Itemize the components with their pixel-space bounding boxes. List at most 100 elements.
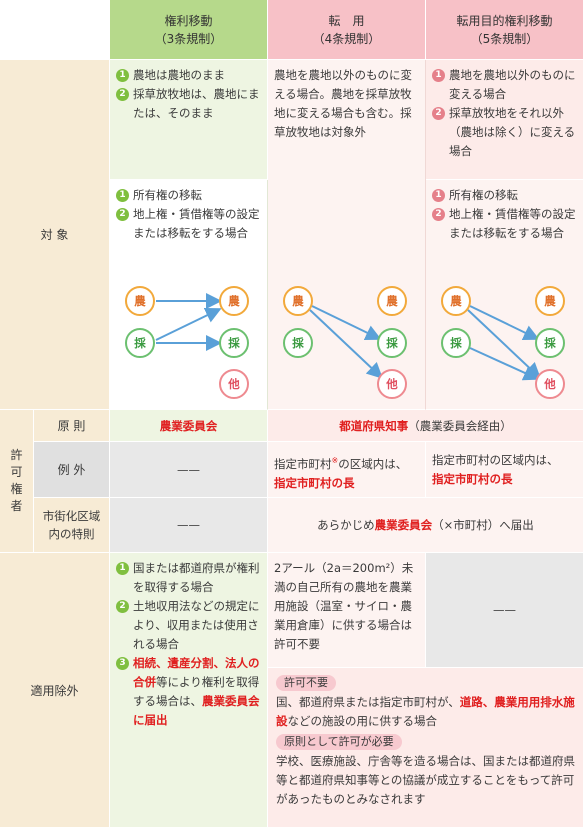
number-1-icon: 1	[116, 189, 129, 202]
list-item: 1 農地を農地以外のものに変える場合	[432, 66, 577, 104]
list-item-text: 地上権・賃借権等の設定または移転をする場合	[133, 207, 260, 240]
number-1-icon: 1	[116, 562, 129, 575]
svg-text:他: 他	[227, 377, 240, 391]
list-item-text: 採草放牧地をそれ以外（農地は除く）に変える場合	[449, 106, 576, 158]
list-item-text: 所有権の移転	[133, 188, 202, 202]
principle-art3-text: 農業委員会	[159, 418, 218, 433]
art4-flow-diagram: 農 採 農 採 他	[283, 286, 407, 399]
list-item: 1 所有権の移転	[432, 186, 577, 205]
svg-text:採: 採	[228, 336, 240, 350]
urban-text-pre: あらかじめ	[317, 518, 375, 532]
number-2-icon: 2	[116, 208, 129, 221]
svg-text:採: 採	[134, 336, 146, 350]
number-2-icon: 2	[116, 88, 129, 101]
svg-text:農: 農	[134, 294, 146, 308]
list-item-text: 等により権利を取得する場合は、	[133, 675, 260, 708]
header-art4: 転 用 （4条規制）	[268, 0, 426, 60]
arrow-farm-to-grass	[311, 305, 382, 340]
list-item: 3 相続、遺産分割、法人の合併等により権利を取得する場合は、農業委員会に届出	[116, 654, 261, 730]
grass-target-node: 採	[219, 328, 249, 358]
header-art5: 転用目的権利移動 （5条規制）	[426, 0, 584, 60]
exception-art5-text: 指定市町村の区域内は、	[432, 453, 559, 467]
svg-text:採: 採	[450, 336, 462, 350]
exempt-text2: 学校、医療施設、庁舎等を造る場合は、国または都道府県等と都道府県知事等との協議が…	[276, 754, 575, 806]
principle-art45-red: 都道府県知事	[339, 418, 409, 433]
header-art3-title: 権利移動	[164, 13, 213, 28]
no-permit-badge: 許可不要	[276, 675, 336, 691]
arrow-farm-to-other	[467, 309, 541, 379]
permit-label: 許可権者	[10, 448, 23, 513]
svg-text:農: 農	[228, 294, 240, 308]
arrow-grass-to-other	[469, 347, 540, 381]
other-target-node: 他	[219, 369, 249, 399]
target-art3-mid: 1 所有権の移転 2 地上権・賃借権等の設定または移転をする場合 農 採 農 採 他	[110, 180, 268, 410]
arrow-farm-to-grass	[469, 305, 540, 340]
principle-art45: 都道府県知事（農業委員会経由）	[268, 410, 584, 442]
farm-source-node: 農	[125, 286, 155, 316]
urban-art3: ——	[110, 498, 268, 553]
list-item-text: 地上権・賃借権等の設定または移転をする場合	[449, 207, 576, 240]
exempt-art45-bottom: 許可不要 国、都道府県または指定市町村が、道路、農業用用排水施設などの施設の用に…	[268, 668, 584, 828]
list-item-text: 国または都道府県が権利を取得する場合	[133, 561, 260, 594]
exception-art4-text: 指定市町村	[274, 456, 332, 471]
exempt-text1-pre: 国、都道府県または指定市町村が、	[276, 695, 460, 709]
principle-art45-note: （農業委員会経由）	[408, 418, 512, 433]
farm-target-node: 農	[219, 286, 249, 316]
exception-art5: 指定市町村の区域内は、 指定市町村の長	[426, 442, 584, 498]
list-item-text: 農地は農地のまま	[133, 68, 225, 82]
list-item: 2 地上権・賃借権等の設定または移転をする場合	[116, 205, 261, 243]
farm-target-node: 農	[377, 286, 407, 316]
exempt-art4-top: 2アール（2a＝200m²）未満の自己所有の農地を農業用施設（温室・サイロ・農業…	[268, 553, 426, 668]
exempt-art5-top: ——	[426, 553, 584, 668]
exception-art3: ——	[110, 442, 268, 498]
number-1-icon: 1	[116, 69, 129, 82]
note-mark: ※	[331, 456, 339, 465]
list-item-text: 所有権の移転	[449, 188, 518, 202]
notify-red: 農業委員会に届出	[133, 694, 260, 727]
arrow-grass-to-farm	[155, 308, 222, 341]
target-art4-text: 農地を農地以外のものに変える場合。農地を採草放牧地に変える場合も含む。採草放牧地…	[274, 68, 412, 139]
grass-target-node: 採	[377, 328, 407, 358]
number-3-icon: 3	[116, 657, 129, 670]
exception-art5-red: 指定市町村の長	[432, 472, 513, 486]
number-1-icon: 1	[432, 189, 445, 202]
grass-target-node: 採	[535, 328, 565, 358]
svg-text:農: 農	[292, 294, 304, 308]
inheritance-red: 相続、遺産分割、法人の合併	[133, 656, 260, 689]
svg-text:他: 他	[543, 377, 556, 391]
grass-source-node: 採	[441, 328, 471, 358]
number-1-icon: 1	[432, 69, 445, 82]
grass-source-node: 採	[283, 328, 313, 358]
number-2-icon: 2	[432, 208, 445, 221]
urban-art45: あらかじめ農業委員会（×市町村）へ届出	[268, 498, 584, 553]
farm-source-node: 農	[283, 286, 313, 316]
urban-label: 市街化区域内の特則	[34, 498, 110, 553]
svg-text:採: 採	[544, 336, 556, 350]
target-art5-mid: 1 所有権の移転 2 地上権・賃借権等の設定または移転をする場合 農 採 農 採 他	[426, 180, 584, 410]
target-label: 対 象	[0, 60, 110, 410]
permit-required-badge: 原則として許可が必要	[276, 734, 402, 750]
list-item-text: 農地を農地以外のものに変える場合	[449, 68, 576, 101]
arrow-farm-to-other	[309, 309, 383, 379]
header-art4-title: 転 用	[328, 13, 365, 28]
exempt-label: 適用除外	[0, 553, 110, 828]
list-item: 1 農地は農地のまま	[116, 66, 261, 85]
grass-source-node: 採	[125, 328, 155, 358]
urban-text-post: （×市町村）へ届出	[432, 518, 534, 532]
art3-flow-diagram: 農 採 農 採 他	[125, 286, 249, 399]
urban-text-red: 農業委員会	[374, 518, 433, 532]
svg-text:農: 農	[544, 294, 556, 308]
other-target-node: 他	[377, 369, 407, 399]
exception-label: 例 外	[34, 442, 110, 498]
svg-text:採: 採	[292, 336, 304, 350]
farm-target-node: 農	[535, 286, 565, 316]
svg-text:採: 採	[386, 336, 398, 350]
art5-flow-diagram: 農 採 農 採 他	[441, 286, 565, 399]
header-art4-sub: （4条規制）	[312, 31, 381, 46]
